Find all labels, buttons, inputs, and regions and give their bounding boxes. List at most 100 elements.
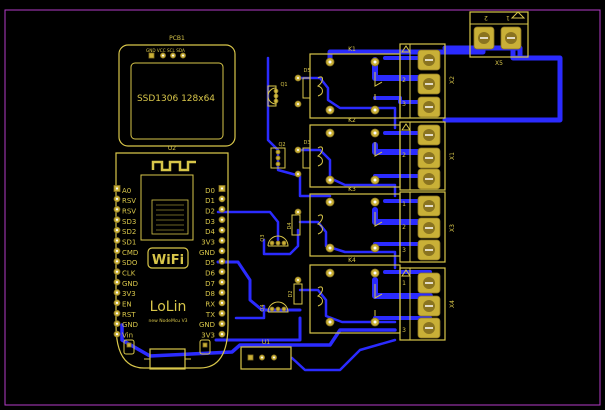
right-pin-pad: [218, 195, 226, 203]
pin-label-rsv-1: RSV: [122, 197, 136, 205]
diode-label-d5: D5: [303, 68, 310, 74]
pin-label-gnd-1: GND: [122, 280, 138, 288]
relay-channels: K1 D5 Q1 2 3: [260, 43, 456, 341]
right-pin-pad: [218, 205, 226, 213]
pin-label-gnd-a: GND: [199, 249, 215, 257]
pin-label-d1: D1: [205, 197, 215, 205]
transistor-q1: Q1: [267, 82, 288, 107]
pin-label-vin: Vin: [122, 332, 133, 340]
usb-connector: [144, 348, 191, 370]
terminal-x2: 2 3 X2: [399, 43, 456, 119]
right-pin-pad: [218, 320, 226, 328]
diode-label-d4: D4: [287, 222, 293, 229]
x5-pin-label-2: 2: [484, 14, 488, 21]
right-pin-pad: [218, 185, 226, 192]
oled-pins: [148, 52, 186, 59]
pin-label-tx: TX: [205, 311, 215, 319]
left-pin-pad: [113, 226, 121, 234]
transistor-label-q3: Q3: [260, 234, 266, 241]
x5-designator: X5: [495, 60, 503, 67]
terminal-x4: 1 3 X4: [399, 267, 456, 341]
wifi-text: WiFi: [152, 253, 184, 268]
pin-label-d4: D4: [205, 228, 215, 236]
pin-label-d6: D6: [205, 270, 215, 278]
relay-designator-k3: K3: [348, 186, 356, 193]
transistor-label-q2: Q2: [278, 142, 285, 148]
right-pin-pad: [218, 216, 226, 224]
terminal-x1: 2 X1: [399, 121, 456, 191]
relay-channel-3: K3 D4 Q3 1 2 3: [260, 186, 456, 263]
regulator-u1: U1: [240, 339, 292, 370]
pin-label-d3: D3: [205, 218, 215, 226]
board-outline: [4, 9, 601, 406]
diode-label-d2: D2: [288, 290, 294, 297]
antenna-trace: [151, 160, 196, 172]
left-pin-pad: [113, 216, 121, 224]
x2-pin-3: 3: [402, 101, 406, 108]
oled-display: PCB1 GND VCC SCL SDA SSD1306 128x64: [118, 35, 236, 147]
right-pin-labels: D0 D1 D2 D3 D4 3V3 GND D5 D6 D7 D8 RX TX…: [199, 187, 216, 340]
brand-subtitle: new NodeMcu V3: [148, 318, 187, 324]
left-pin-pad: [113, 320, 121, 328]
pin-label-d8: D8: [205, 290, 215, 298]
pin-label-d7: D7: [205, 280, 215, 288]
relay-channel-1: K1 D5 Q1 2 3: [267, 43, 456, 119]
left-pin-pads: [113, 185, 121, 338]
oled-label: SSD1306 128x64: [137, 94, 215, 104]
transistor-q2: Q2: [270, 142, 286, 169]
wifi-logo: [147, 247, 189, 269]
pin-label-sd2: SD2: [122, 228, 136, 236]
power-terminal-x5: 2 1 X5: [469, 11, 529, 67]
pin-label-d2: D2: [205, 208, 215, 216]
left-pin-pad: [113, 268, 121, 276]
left-pin-pad: [113, 330, 121, 338]
diode-label-d3: D3: [303, 140, 310, 146]
pin-label-rsv-2: RSV: [122, 208, 136, 216]
regulator-designator: U1: [262, 339, 270, 346]
right-pin-pad: [218, 299, 226, 307]
pin-label-sd1: SD1: [122, 239, 136, 247]
right-pin-pad: [218, 289, 226, 296]
pin-label-3v3-a: 3V3: [201, 239, 215, 247]
x3-pin-1: 1: [402, 201, 406, 208]
relay-channel-4: K4 D2 Q4 1 3: [260, 257, 456, 341]
x3-pin-2: 2: [402, 224, 406, 231]
left-pin-labels: A0 RSV RSV SD3 SD2 SD1 CMD SDO CLK GND 3…: [122, 187, 138, 340]
pin-label-rst: RST: [122, 311, 136, 319]
left-pin-pad: [113, 247, 121, 255]
nodemcu-designator: U2: [168, 145, 176, 152]
terminal-label-x2: X2: [449, 76, 456, 84]
relay-designator-k2: K2: [348, 117, 356, 124]
pin-label-3v3: 3V3: [122, 290, 136, 298]
pin-label-sdo: SDO: [122, 259, 138, 267]
transistor-label-q1: Q1: [280, 82, 287, 88]
bottom-button-right: [199, 339, 211, 355]
terminal-label-x1: X1: [449, 152, 456, 160]
oled-pin-labels: GND VCC SCL SDA: [146, 48, 185, 53]
brand-text: LoLin: [150, 299, 187, 315]
x1-pin-2: 2: [402, 152, 406, 159]
relay-designator-k4: K4: [348, 257, 356, 264]
left-pin-pad: [113, 309, 121, 317]
x2-pin-2: 2: [402, 77, 406, 84]
relay-channel-2: K2 D3 Q2 2 X1: [270, 117, 456, 191]
oled-designator: PCB1: [169, 35, 185, 42]
left-pin-pad: [113, 257, 121, 265]
right-pin-pad: [218, 247, 226, 255]
pin-label-gnd-b: GND: [199, 321, 215, 329]
x4-pin-3: 3: [402, 327, 406, 334]
pin-label-gnd-2: GND: [122, 321, 138, 329]
left-pin-pad: [113, 278, 121, 286]
pin-label-cmd: CMD: [122, 249, 138, 257]
pin-label-d5: D5: [205, 259, 215, 267]
pin-label-sd3: SD3: [122, 218, 136, 226]
pin-label-d0: D0: [205, 187, 215, 195]
bottom-button-left: [123, 339, 135, 355]
pin-label-3v3-b: 3V3: [201, 332, 215, 340]
left-pin-pad: [113, 289, 121, 296]
right-pin-pad: [218, 330, 226, 338]
nodemcu-module: U2 WiFi LoLin new NodeMcu V3 A0 RSV RSV …: [113, 145, 229, 370]
right-pin-pad: [218, 237, 226, 244]
x3-pin-3: 3: [402, 247, 406, 254]
